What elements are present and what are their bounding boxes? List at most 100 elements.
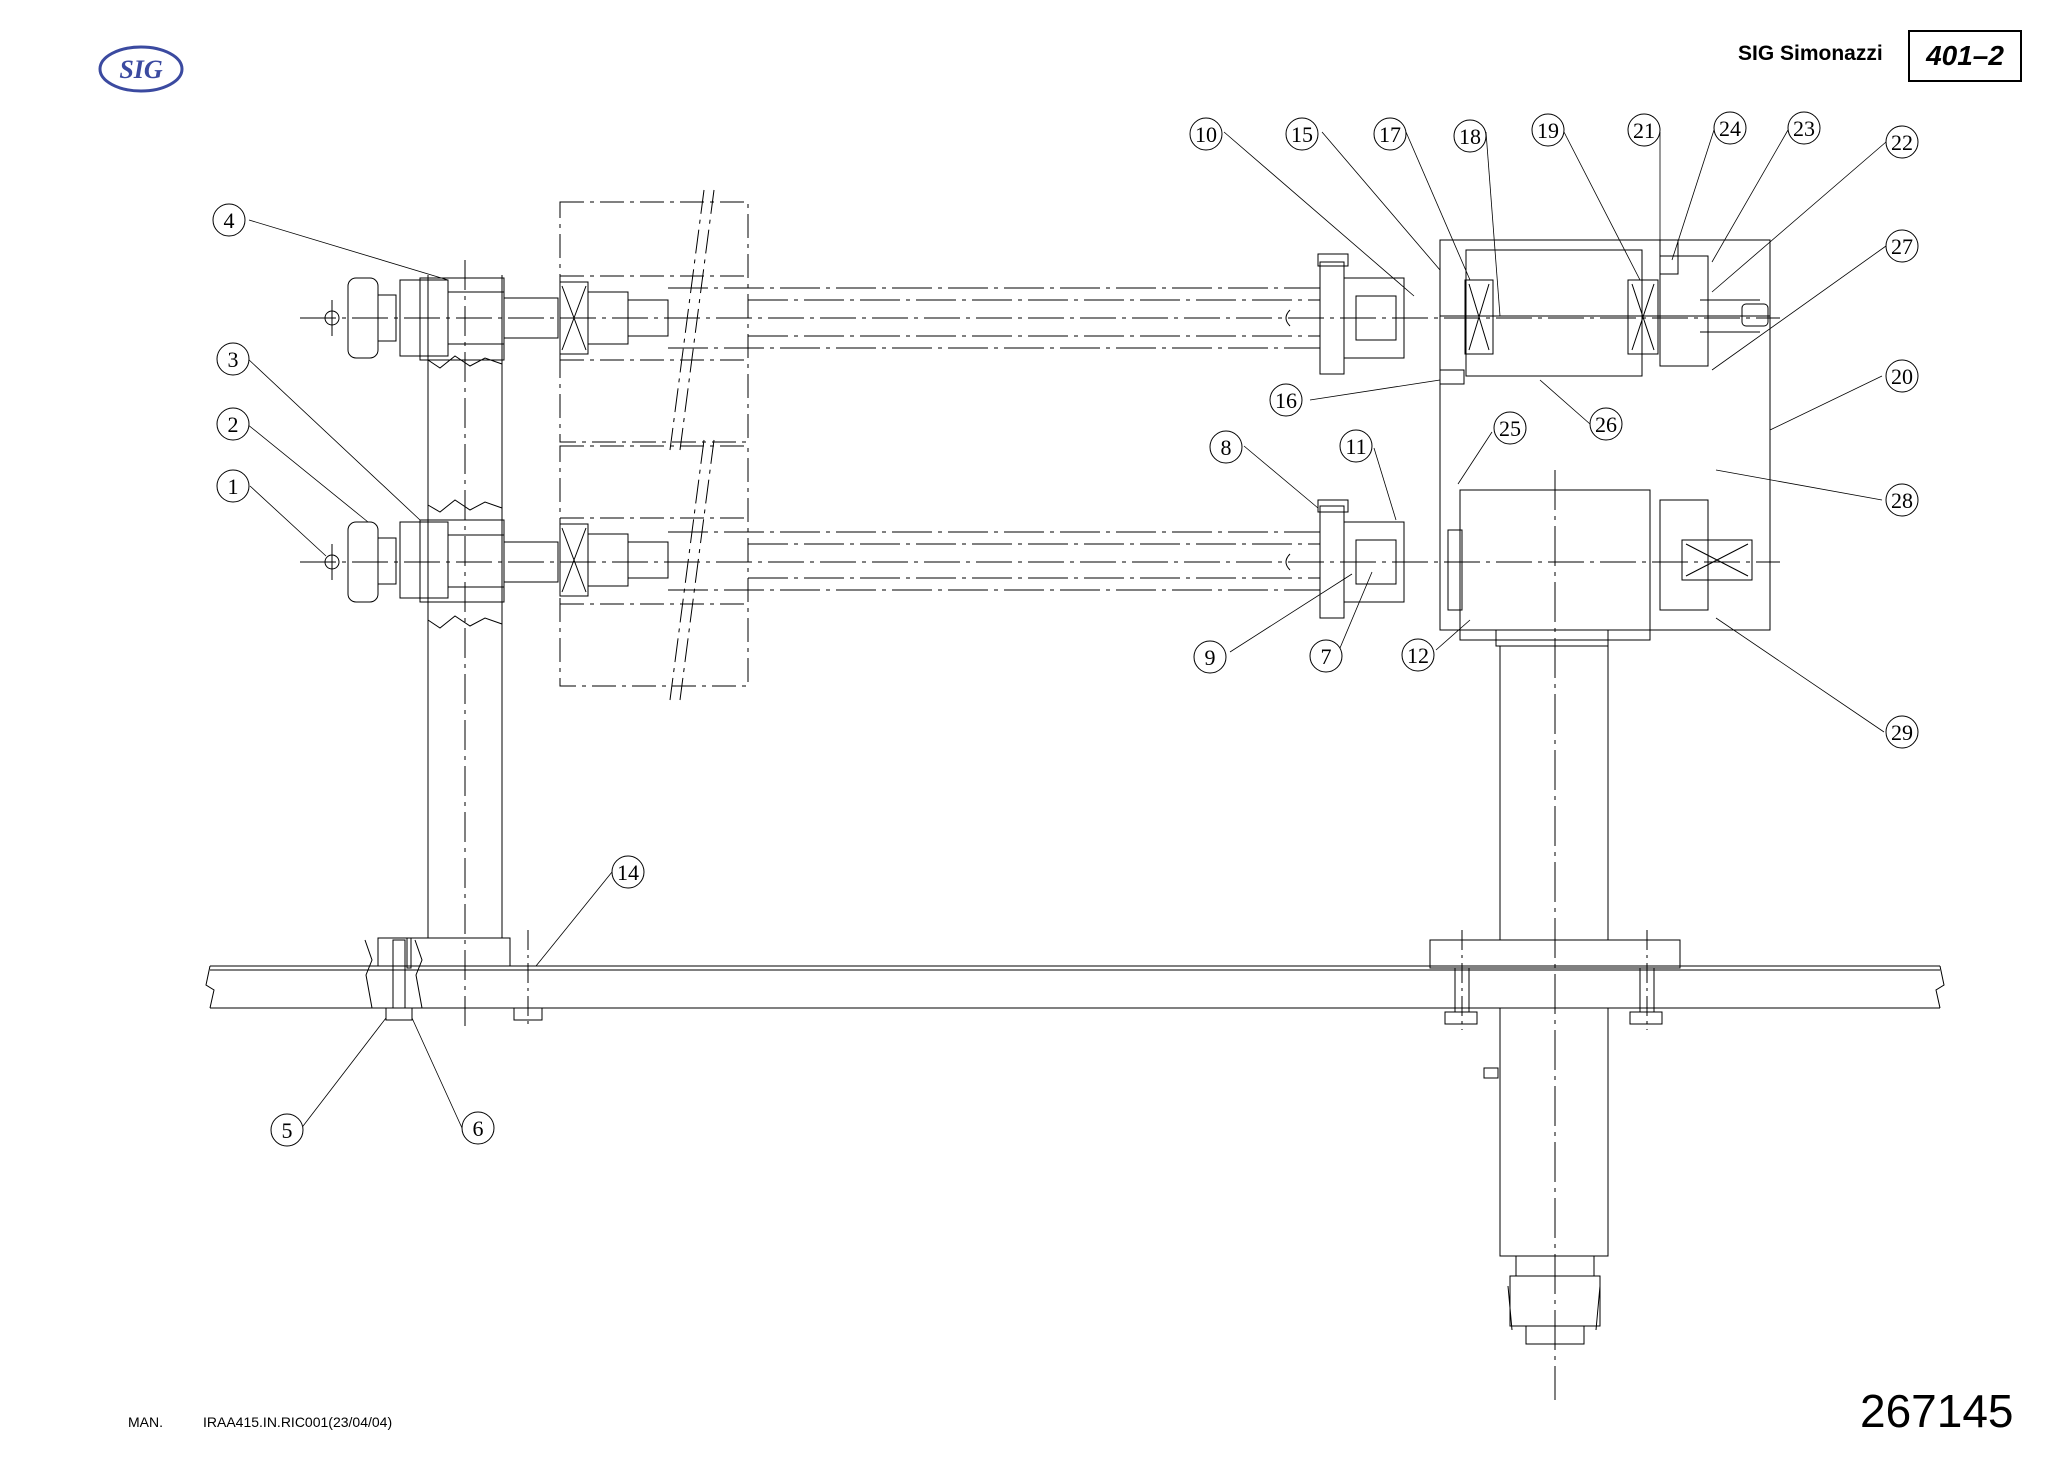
balloon-circle: [1453, 119, 1487, 153]
balloon-label: 28: [1891, 488, 1913, 513]
balloon-label: 29: [1891, 720, 1913, 745]
drawing-number: 267145: [1860, 1385, 2014, 1437]
balloon-17: 17: [1373, 117, 1407, 151]
balloon-circle: [1885, 483, 1919, 517]
balloon-circle: [212, 203, 246, 237]
long-shafts: [668, 287, 1320, 591]
balloon-circle: [1713, 111, 1747, 145]
balloon-label: 22: [1891, 130, 1913, 155]
balloon-circle: [1193, 640, 1227, 674]
balloon-29: 29: [1885, 715, 1919, 749]
balloon-label: 9: [1205, 645, 1216, 670]
balloon-circle: [1269, 383, 1303, 417]
gearbox: [1439, 239, 1771, 1400]
balloon-10: 10: [1189, 117, 1223, 151]
sig-logo: SIG: [98, 45, 184, 93]
balloon-5: 5: [270, 1113, 304, 1147]
balloon-label: 16: [1275, 388, 1297, 413]
leader-lines: [246, 129, 1887, 1131]
balloon-circle: [1531, 113, 1565, 147]
balloon-26: 26: [1589, 407, 1623, 441]
balloon-label: 15: [1291, 122, 1313, 147]
balloon-label: 3: [228, 347, 239, 372]
middle-roller-blocks: [559, 189, 749, 701]
balloon-label: 12: [1407, 643, 1429, 668]
balloon-23: 23: [1787, 111, 1821, 145]
balloon-11: 11: [1339, 429, 1373, 463]
balloon-circle: [611, 855, 645, 889]
balloon-label: 21: [1633, 118, 1655, 143]
balloon-label: 1: [228, 474, 239, 499]
balloon-7: 7: [1309, 639, 1343, 673]
middle-roller-bearings: [559, 281, 669, 597]
logo-text: SIG: [119, 55, 163, 84]
balloon-label: 19: [1537, 118, 1559, 143]
balloon-label: 24: [1719, 116, 1741, 141]
balloon-circle: [1309, 639, 1343, 673]
balloon-circle: [1885, 125, 1919, 159]
upper-coupling: [1285, 253, 1405, 375]
balloon-24: 24: [1713, 111, 1747, 145]
balloon-circle: [1885, 229, 1919, 263]
balloon-circle: [1401, 638, 1435, 672]
balloon-label: 2: [228, 412, 239, 437]
left-column: [364, 260, 543, 1030]
document-reference: IRAA415.IN.RIC001(23/04/04): [203, 1414, 393, 1430]
upper-left-roller: [300, 277, 1780, 361]
balloon-label: 5: [282, 1118, 293, 1143]
balloon-label: 7: [1321, 644, 1332, 669]
balloon-label: 17: [1379, 122, 1401, 147]
lower-left-roller: [300, 519, 1780, 603]
balloon-6: 6: [461, 1111, 495, 1145]
sheet-code: 401–2: [1908, 30, 2022, 82]
balloon-circle: [1589, 407, 1623, 441]
balloon-label: 25: [1499, 416, 1521, 441]
balloon-circle: [1209, 430, 1243, 464]
base-plate: [205, 965, 1945, 1009]
company-name: SIG Simonazzi: [1738, 42, 1883, 65]
balloon-16: 16: [1269, 383, 1303, 417]
balloon-4: 4: [212, 203, 246, 237]
balloon-circle: [1627, 113, 1661, 147]
balloon-label: 8: [1221, 435, 1232, 460]
balloon-circle: [216, 469, 250, 503]
balloon-label: 26: [1595, 412, 1617, 437]
balloon-label: 10: [1195, 122, 1217, 147]
balloon-label: 27: [1891, 234, 1913, 259]
balloon-18: 18: [1453, 119, 1487, 153]
balloon-circle: [1787, 111, 1821, 145]
balloon-label: 18: [1459, 124, 1481, 149]
balloon-21: 21: [1627, 113, 1661, 147]
balloon-circle: [1285, 117, 1319, 151]
balloon-label: 20: [1891, 364, 1913, 389]
balloon-22: 22: [1885, 125, 1919, 159]
balloon-15: 15: [1285, 117, 1319, 151]
balloon-circle: [216, 407, 250, 441]
balloon-label: 11: [1345, 434, 1366, 459]
balloon-19: 19: [1531, 113, 1565, 147]
balloon-2: 2: [216, 407, 250, 441]
balloon-14: 14: [611, 855, 645, 889]
balloon-12: 12: [1401, 638, 1435, 672]
balloon-circle: [1885, 359, 1919, 393]
balloon-circle: [1339, 429, 1373, 463]
manual-label: MAN.: [128, 1414, 163, 1430]
balloon-circle: [1493, 411, 1527, 445]
balloon-1: 1: [216, 469, 250, 503]
balloon-20: 20: [1885, 359, 1919, 393]
balloon-25: 25: [1493, 411, 1527, 445]
balloon-circle: [1885, 715, 1919, 749]
balloon-circle: [216, 342, 250, 376]
balloon-label: 4: [224, 208, 235, 233]
right-column: [1429, 646, 1681, 1345]
balloon-label: 6: [473, 1116, 484, 1141]
balloon-8: 8: [1209, 430, 1243, 464]
balloon-circle: [1373, 117, 1407, 151]
lower-coupling: [1285, 499, 1405, 619]
balloon-3: 3: [216, 342, 250, 376]
balloon-circle: [270, 1113, 304, 1147]
balloon-circle: [461, 1111, 495, 1145]
balloon-9: 9: [1193, 640, 1227, 674]
